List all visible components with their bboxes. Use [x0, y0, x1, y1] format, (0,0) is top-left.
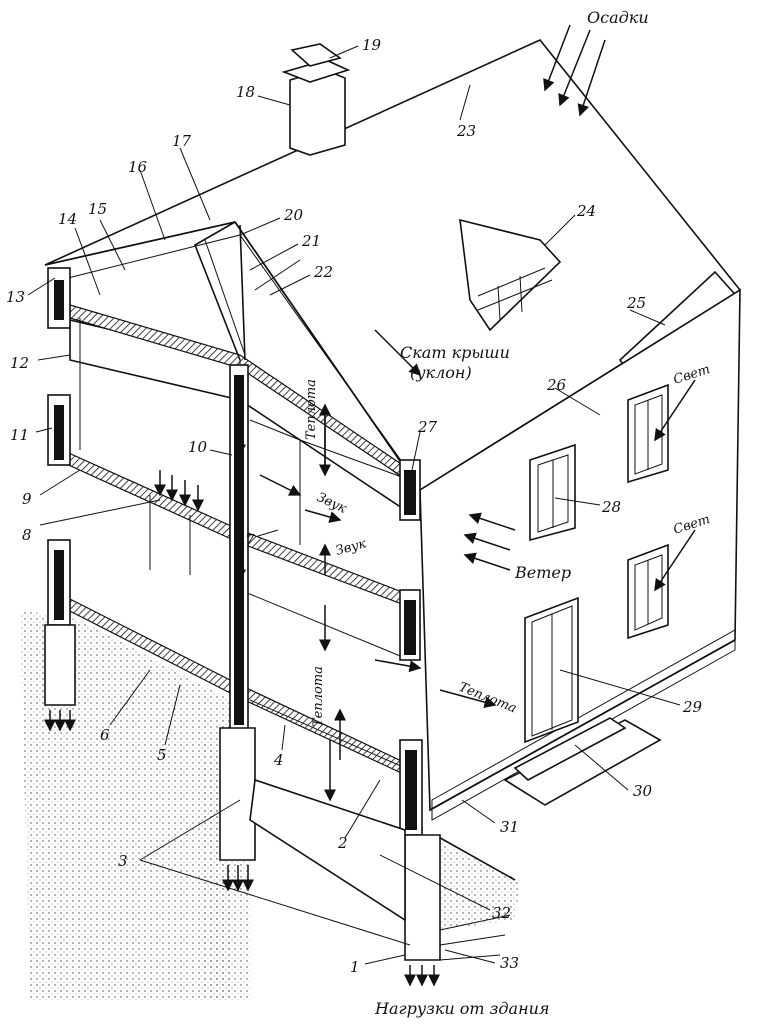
callout-13: 13	[6, 288, 25, 306]
callout-30: 30	[633, 782, 653, 800]
callout-12: 12	[10, 354, 29, 372]
label-loads: Нагрузки от здания	[374, 999, 550, 1018]
callout-25: 25	[626, 294, 646, 312]
callout-14: 14	[58, 210, 77, 228]
callout-8: 8	[22, 526, 32, 544]
number-callouts: 1 2 3 4 5 6 7 8 9 10 11 12 13 14 15 16 1…	[6, 36, 703, 976]
label-sound-2: Звук	[334, 536, 368, 559]
label-wind: Ветер	[514, 563, 571, 582]
label-precipitation: Осадки	[587, 8, 649, 27]
entrance	[503, 596, 662, 806]
callout-21: 21	[301, 232, 321, 250]
callout-29: 29	[682, 698, 703, 716]
dormer	[459, 218, 562, 332]
callout-10: 10	[188, 438, 208, 456]
label-heat-down: Теплота	[311, 666, 326, 727]
callout-19: 19	[362, 36, 382, 54]
callout-4: 4	[273, 751, 284, 769]
callout-3: 3	[118, 852, 128, 870]
callout-9: 9	[22, 490, 32, 508]
foundations	[44, 624, 441, 961]
callout-17: 17	[172, 132, 192, 150]
leader-lines	[27, 45, 681, 965]
label-roof-slope: Скат крыши	[400, 343, 510, 362]
callout-11: 11	[10, 426, 29, 444]
label-sound-1: Звук	[314, 490, 349, 517]
windows	[529, 383, 669, 640]
callout-20: 20	[283, 206, 304, 224]
callout-24: 24	[576, 202, 596, 220]
callout-16: 16	[128, 158, 148, 176]
callout-26: 26	[546, 376, 567, 394]
label-roof-slope-sub: (уклон)	[410, 363, 472, 382]
callout-15: 15	[88, 200, 107, 218]
callout-31: 31	[500, 818, 519, 836]
callout-28: 28	[601, 498, 621, 516]
callout-18: 18	[236, 83, 255, 101]
callout-5: 5	[157, 746, 167, 764]
callout-1: 1	[350, 958, 360, 976]
callout-2: 2	[337, 834, 348, 852]
flow-arrows	[44, 24, 696, 987]
callout-23: 23	[456, 122, 476, 140]
callout-6: 6	[100, 726, 110, 744]
callout-22: 22	[313, 263, 333, 281]
callout-33: 33	[500, 954, 519, 972]
callout-7: 7	[245, 531, 255, 549]
chimney	[281, 43, 351, 156]
callout-32: 32	[492, 904, 511, 922]
label-heat-up: Теплота	[304, 379, 319, 440]
callout-27: 27	[417, 418, 438, 436]
